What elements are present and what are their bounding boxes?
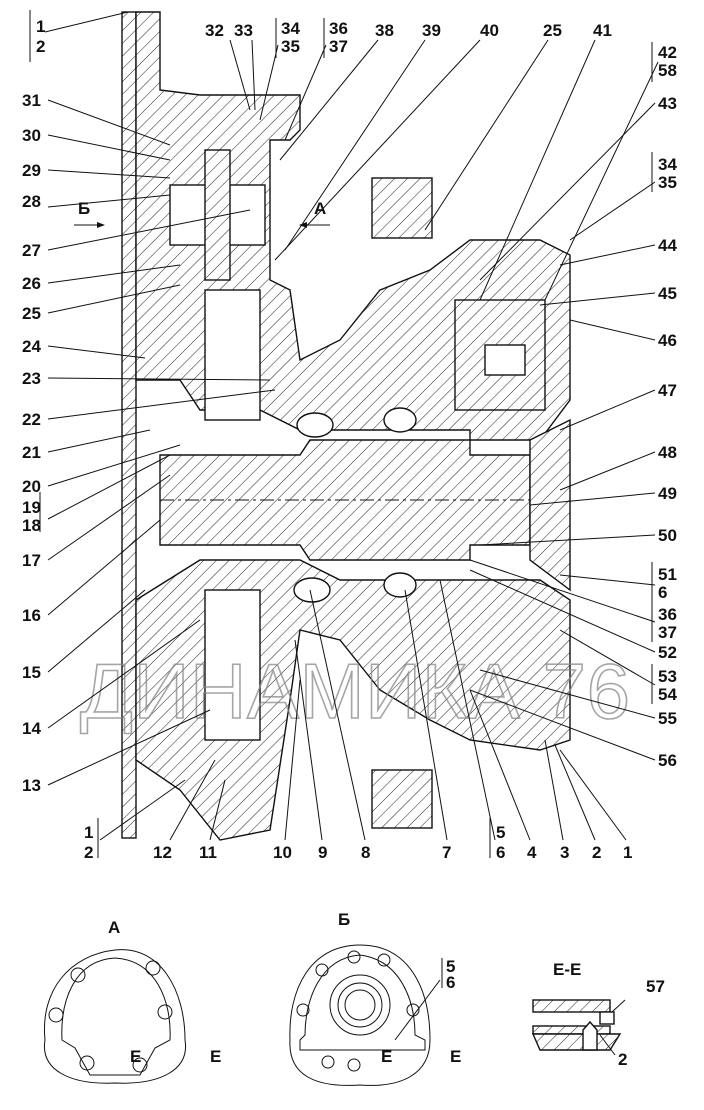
callout: 37 [658,623,677,642]
callout: 3 [560,843,569,862]
callout: 4 [527,843,537,862]
callout: 10 [273,843,292,862]
section-e-mark: Е [450,1047,461,1066]
watermark: ДИНАМИКА 76 [80,647,630,735]
callout: 57 [646,977,665,996]
callout: 17 [22,551,41,570]
callout: 6 [446,973,455,992]
callout: 16 [22,606,41,625]
callout: 21 [22,443,41,462]
callout: 34 [658,155,677,174]
callout: 1 [623,843,632,862]
inner-gear-hub [204,289,261,421]
callout: 18 [22,516,41,535]
bearing-right-lower [383,572,417,598]
callout: 35 [281,37,300,56]
section-e-mark: Е [210,1047,221,1066]
planet-bearing [484,344,526,376]
section-mark-b: Б [78,199,90,218]
lower-gear [371,769,433,829]
leader-lines [29,10,659,858]
callout: 41 [593,21,612,40]
callout: 7 [442,843,451,862]
callout: 25 [22,304,41,323]
callout: 31 [22,91,41,110]
bearing-left-lower [293,577,331,603]
callout: 52 [658,643,677,662]
callout: 23 [22,369,41,388]
callout: 38 [375,21,394,40]
callout: 27 [22,241,41,260]
callout: 50 [658,526,677,545]
callout: 24 [22,337,41,356]
left-cover-plate [121,11,137,839]
callout: 48 [658,443,677,462]
callout: 6 [658,583,667,602]
section-view [121,11,571,841]
callout: 39 [422,21,441,40]
upper-gear [371,177,433,239]
callout: 36 [329,19,348,38]
callout: 9 [318,843,327,862]
callout: 20 [22,477,41,496]
callout: 42 [658,43,677,62]
callout: 36 [658,605,677,624]
callout: 2 [84,843,93,862]
inner-gear-hub-lower [204,589,261,741]
callout: 28 [22,192,41,211]
callout: 44 [658,236,677,255]
callout: 19 [22,498,41,517]
callout: 47 [658,381,677,400]
view-a-title: А [108,918,120,937]
callout: 8 [361,843,370,862]
section-mark-a: А [314,199,326,218]
callout: 12 [153,843,172,862]
view-b-title: Б [338,910,350,929]
bearing-left [296,412,334,438]
end-cover [529,418,571,592]
callout: 6 [496,843,505,862]
callout: 37 [329,37,348,56]
callout: 56 [658,751,677,770]
callout: 14 [22,719,41,738]
callout: 45 [658,284,677,303]
callout: 40 [480,21,499,40]
callout: 13 [22,776,41,795]
callout: 1 [84,823,93,842]
callout: 46 [658,331,677,350]
view-b: Б 5 6 Е Е [289,910,461,1086]
view-a: А Е Е [43,918,221,1084]
callout: 58 [658,61,677,80]
callout: 5 [496,823,505,842]
callout: 51 [658,565,677,584]
callout: 22 [22,410,41,429]
callout: 25 [543,21,562,40]
callout: 43 [658,94,677,113]
callout: 35 [658,173,677,192]
callout: 1 [36,17,45,36]
callout-labels: 1 2 32 33 34 35 36 37 38 39 40 25 41 42 … [22,17,677,862]
section-e-mark: Е [381,1047,392,1066]
callout: 26 [22,274,41,293]
callout: 49 [658,484,677,503]
callout: 34 [281,19,300,38]
callout: 15 [22,663,41,682]
callout: 29 [22,161,41,180]
callout: 53 [658,667,677,686]
callout: 32 [205,21,224,40]
bearing-right [383,407,417,433]
callout: 2 [36,37,45,56]
callout: 30 [22,126,41,145]
callout: 33 [234,21,253,40]
callout: 55 [658,709,677,728]
callout: 2 [618,1050,627,1069]
callout: 54 [658,685,677,704]
callout: 11 [199,843,217,862]
callout: 5 [446,957,455,976]
section-e-mark: Е [130,1047,141,1066]
section-e-e-title: Е-Е [553,960,581,979]
section-e-e: Е-Е 57 2 [531,960,665,1069]
callout: 2 [592,843,601,862]
